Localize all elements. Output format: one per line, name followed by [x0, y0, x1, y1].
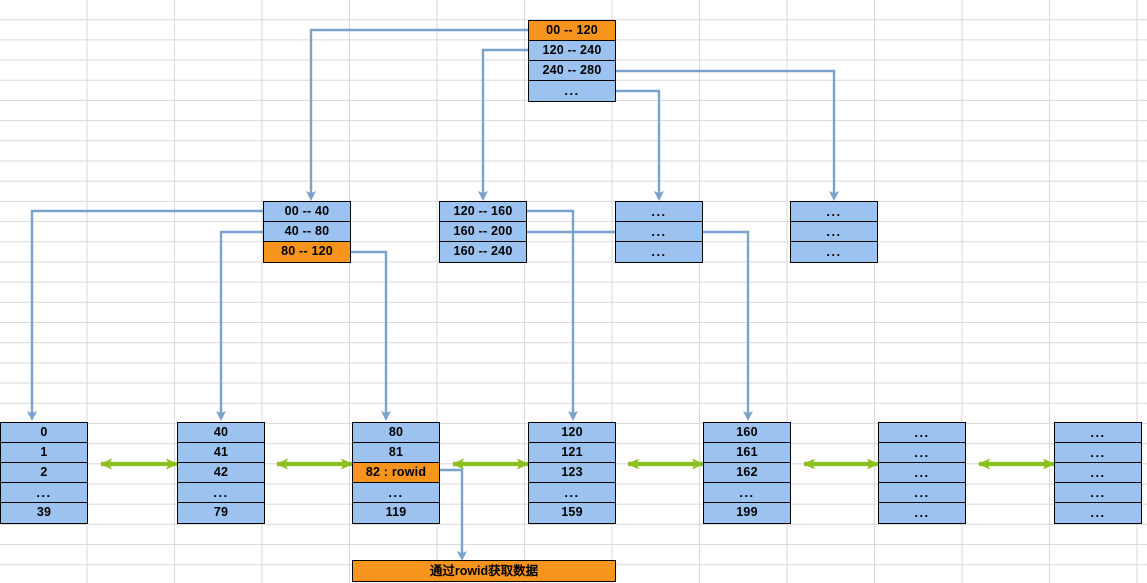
leaf-5-cell-0[interactable]: 160 — [704, 423, 790, 443]
leaf-6-cell-2[interactable]: ... — [879, 463, 965, 483]
root-cell-0[interactable]: 00 -- 120 — [529, 21, 615, 41]
internal-node-1[interactable]: 00 -- 40 40 -- 80 80 -- 120 — [263, 201, 351, 263]
internal-4-cell-0[interactable]: ... — [791, 202, 877, 222]
leaf-5-cell-4[interactable]: 199 — [704, 503, 790, 523]
leaf-node-4[interactable]: 120 121 123 ... 159 — [528, 422, 616, 524]
connector-rowid-to-footer — [438, 468, 467, 561]
leaf-node-1[interactable]: 0 1 2 ... 39 — [0, 422, 88, 524]
internal-1-cell-1[interactable]: 40 -- 80 — [264, 222, 350, 242]
internal-4-cell-1[interactable]: ... — [791, 222, 877, 242]
root-node[interactable]: 00 -- 120 120 -- 240 240 -- 280 ... — [528, 20, 616, 102]
leaf-5-cell-2[interactable]: 162 — [704, 463, 790, 483]
leaf-6-cell-4[interactable]: ... — [879, 503, 965, 523]
connector-root-to-internal-3 — [616, 89, 664, 201]
leaf-node-6[interactable]: ... ... ... ... ... — [878, 422, 966, 524]
leaf-7-cell-3[interactable]: ... — [1055, 483, 1141, 503]
internal-1-cell-0[interactable]: 00 -- 40 — [264, 202, 350, 222]
connector-internal-1-to-leaf-1 — [27, 209, 263, 421]
connector-root-to-internal-2 — [478, 48, 528, 201]
leaf-4-cell-0[interactable]: 120 — [529, 423, 615, 443]
internal-3-cell-1[interactable]: ... — [616, 222, 702, 242]
leaf-node-2[interactable]: 40 41 42 ... 79 — [177, 422, 265, 524]
leaf-node-7[interactable]: ... ... ... ... ... — [1054, 422, 1142, 524]
internal-node-3[interactable]: ... ... ... — [615, 201, 703, 263]
leaf-4-cell-3[interactable]: ... — [529, 483, 615, 503]
leaf-2-cell-1[interactable]: 41 — [178, 443, 264, 463]
leaf-1-cell-2[interactable]: 2 — [1, 463, 87, 483]
leaf-6-cell-3[interactable]: ... — [879, 483, 965, 503]
internal-2-cell-0[interactable]: 120 -- 160 — [440, 202, 526, 222]
leaf-3-cell-0[interactable]: 80 — [353, 423, 439, 443]
leaf-7-cell-1[interactable]: ... — [1055, 443, 1141, 463]
leaf-2-cell-3[interactable]: ... — [178, 483, 264, 503]
leaf-1-cell-1[interactable]: 1 — [1, 443, 87, 463]
footer-rowid-label[interactable]: 通过rowid获取数据 — [352, 560, 616, 582]
leaf-4-cell-1[interactable]: 121 — [529, 443, 615, 463]
leaf-5-cell-3[interactable]: ... — [704, 483, 790, 503]
connector-internal-1-to-leaf-3 — [351, 250, 391, 421]
leaf-2-cell-4[interactable]: 79 — [178, 503, 264, 523]
leaf-2-cell-0[interactable]: 40 — [178, 423, 264, 443]
leaf-1-cell-3[interactable]: ... — [1, 483, 87, 503]
internal-node-2[interactable]: 120 -- 160 160 -- 200 160 -- 240 — [439, 201, 527, 263]
leaf-3-cell-1[interactable]: 81 — [353, 443, 439, 463]
leaf-5-cell-1[interactable]: 161 — [704, 443, 790, 463]
leaf-7-cell-0[interactable]: ... — [1055, 423, 1141, 443]
root-cell-2[interactable]: 240 -- 280 — [529, 61, 615, 81]
leaf-4-cell-4[interactable]: 159 — [529, 503, 615, 523]
leaf-node-3[interactable]: 80 81 82 : rowid ... 119 — [352, 422, 440, 524]
internal-2-cell-1[interactable]: 160 -- 200 — [440, 222, 526, 242]
internal-3-cell-0[interactable]: ... — [616, 202, 702, 222]
leaf-2-cell-2[interactable]: 42 — [178, 463, 264, 483]
connector-root-to-internal-4 — [616, 69, 839, 201]
internal-2-cell-2[interactable]: 160 -- 240 — [440, 242, 526, 262]
leaf-1-cell-0[interactable]: 0 — [1, 423, 87, 443]
leaf-7-cell-2[interactable]: ... — [1055, 463, 1141, 483]
leaf-3-cell-3[interactable]: ... — [353, 483, 439, 503]
internal-1-cell-2[interactable]: 80 -- 120 — [264, 242, 350, 262]
root-cell-1[interactable]: 120 -- 240 — [529, 41, 615, 61]
root-cell-3[interactable]: ... — [529, 81, 615, 101]
leaf-3-cell-2[interactable]: 82 : rowid — [353, 463, 439, 483]
connector-internal-1-to-leaf-2 — [216, 230, 263, 421]
connector-root-to-internal-1 — [306, 28, 528, 201]
leaf-1-cell-4[interactable]: 39 — [1, 503, 87, 523]
leaf-node-5[interactable]: 160 161 162 ... 199 — [703, 422, 791, 524]
leaf-7-cell-4[interactable]: ... — [1055, 503, 1141, 523]
internal-4-cell-2[interactable]: ... — [791, 242, 877, 262]
leaf-6-cell-1[interactable]: ... — [879, 443, 965, 463]
connector-internal-2-to-leaf-4 — [527, 209, 578, 421]
internal-3-cell-2[interactable]: ... — [616, 242, 702, 262]
leaf-3-cell-4[interactable]: 119 — [353, 503, 439, 523]
leaf-6-cell-0[interactable]: ... — [879, 423, 965, 443]
leaf-4-cell-2[interactable]: 123 — [529, 463, 615, 483]
internal-node-4[interactable]: ... ... ... — [790, 201, 878, 263]
